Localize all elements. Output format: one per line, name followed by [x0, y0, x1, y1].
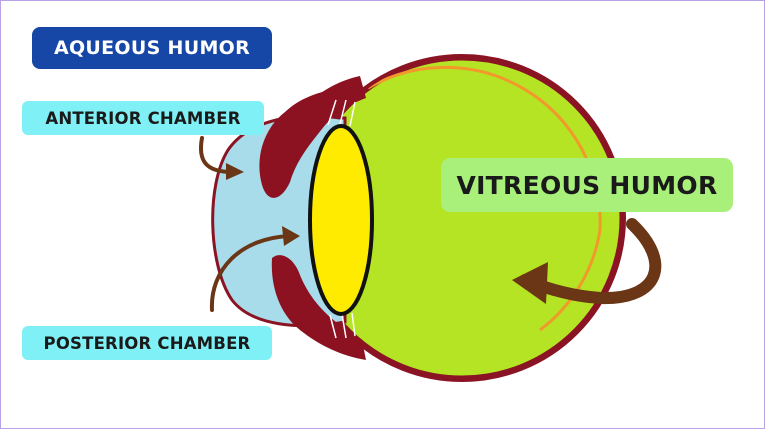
- ciliary-upper: [300, 76, 366, 126]
- anterior-chamber-label: ANTERIOR CHAMBER: [22, 101, 264, 135]
- arrow-anterior: [199, 136, 244, 180]
- iris-upper: [259, 87, 362, 198]
- arrow-vitreous: [512, 218, 662, 305]
- arrow-posterior: [209, 226, 300, 312]
- vitreous-humor-label: VITREOUS HUMOR: [441, 158, 733, 212]
- posterior-chamber-label: POSTERIOR CHAMBER: [22, 326, 272, 360]
- ciliary-lower: [300, 316, 366, 360]
- aqueous-humor-label: AQUEOUS HUMOR: [32, 27, 272, 69]
- iris-lower: [271, 255, 362, 352]
- lens: [308, 124, 374, 316]
- sclera-inner-band: [367, 65, 602, 332]
- zonule-fibers: [327, 99, 356, 339]
